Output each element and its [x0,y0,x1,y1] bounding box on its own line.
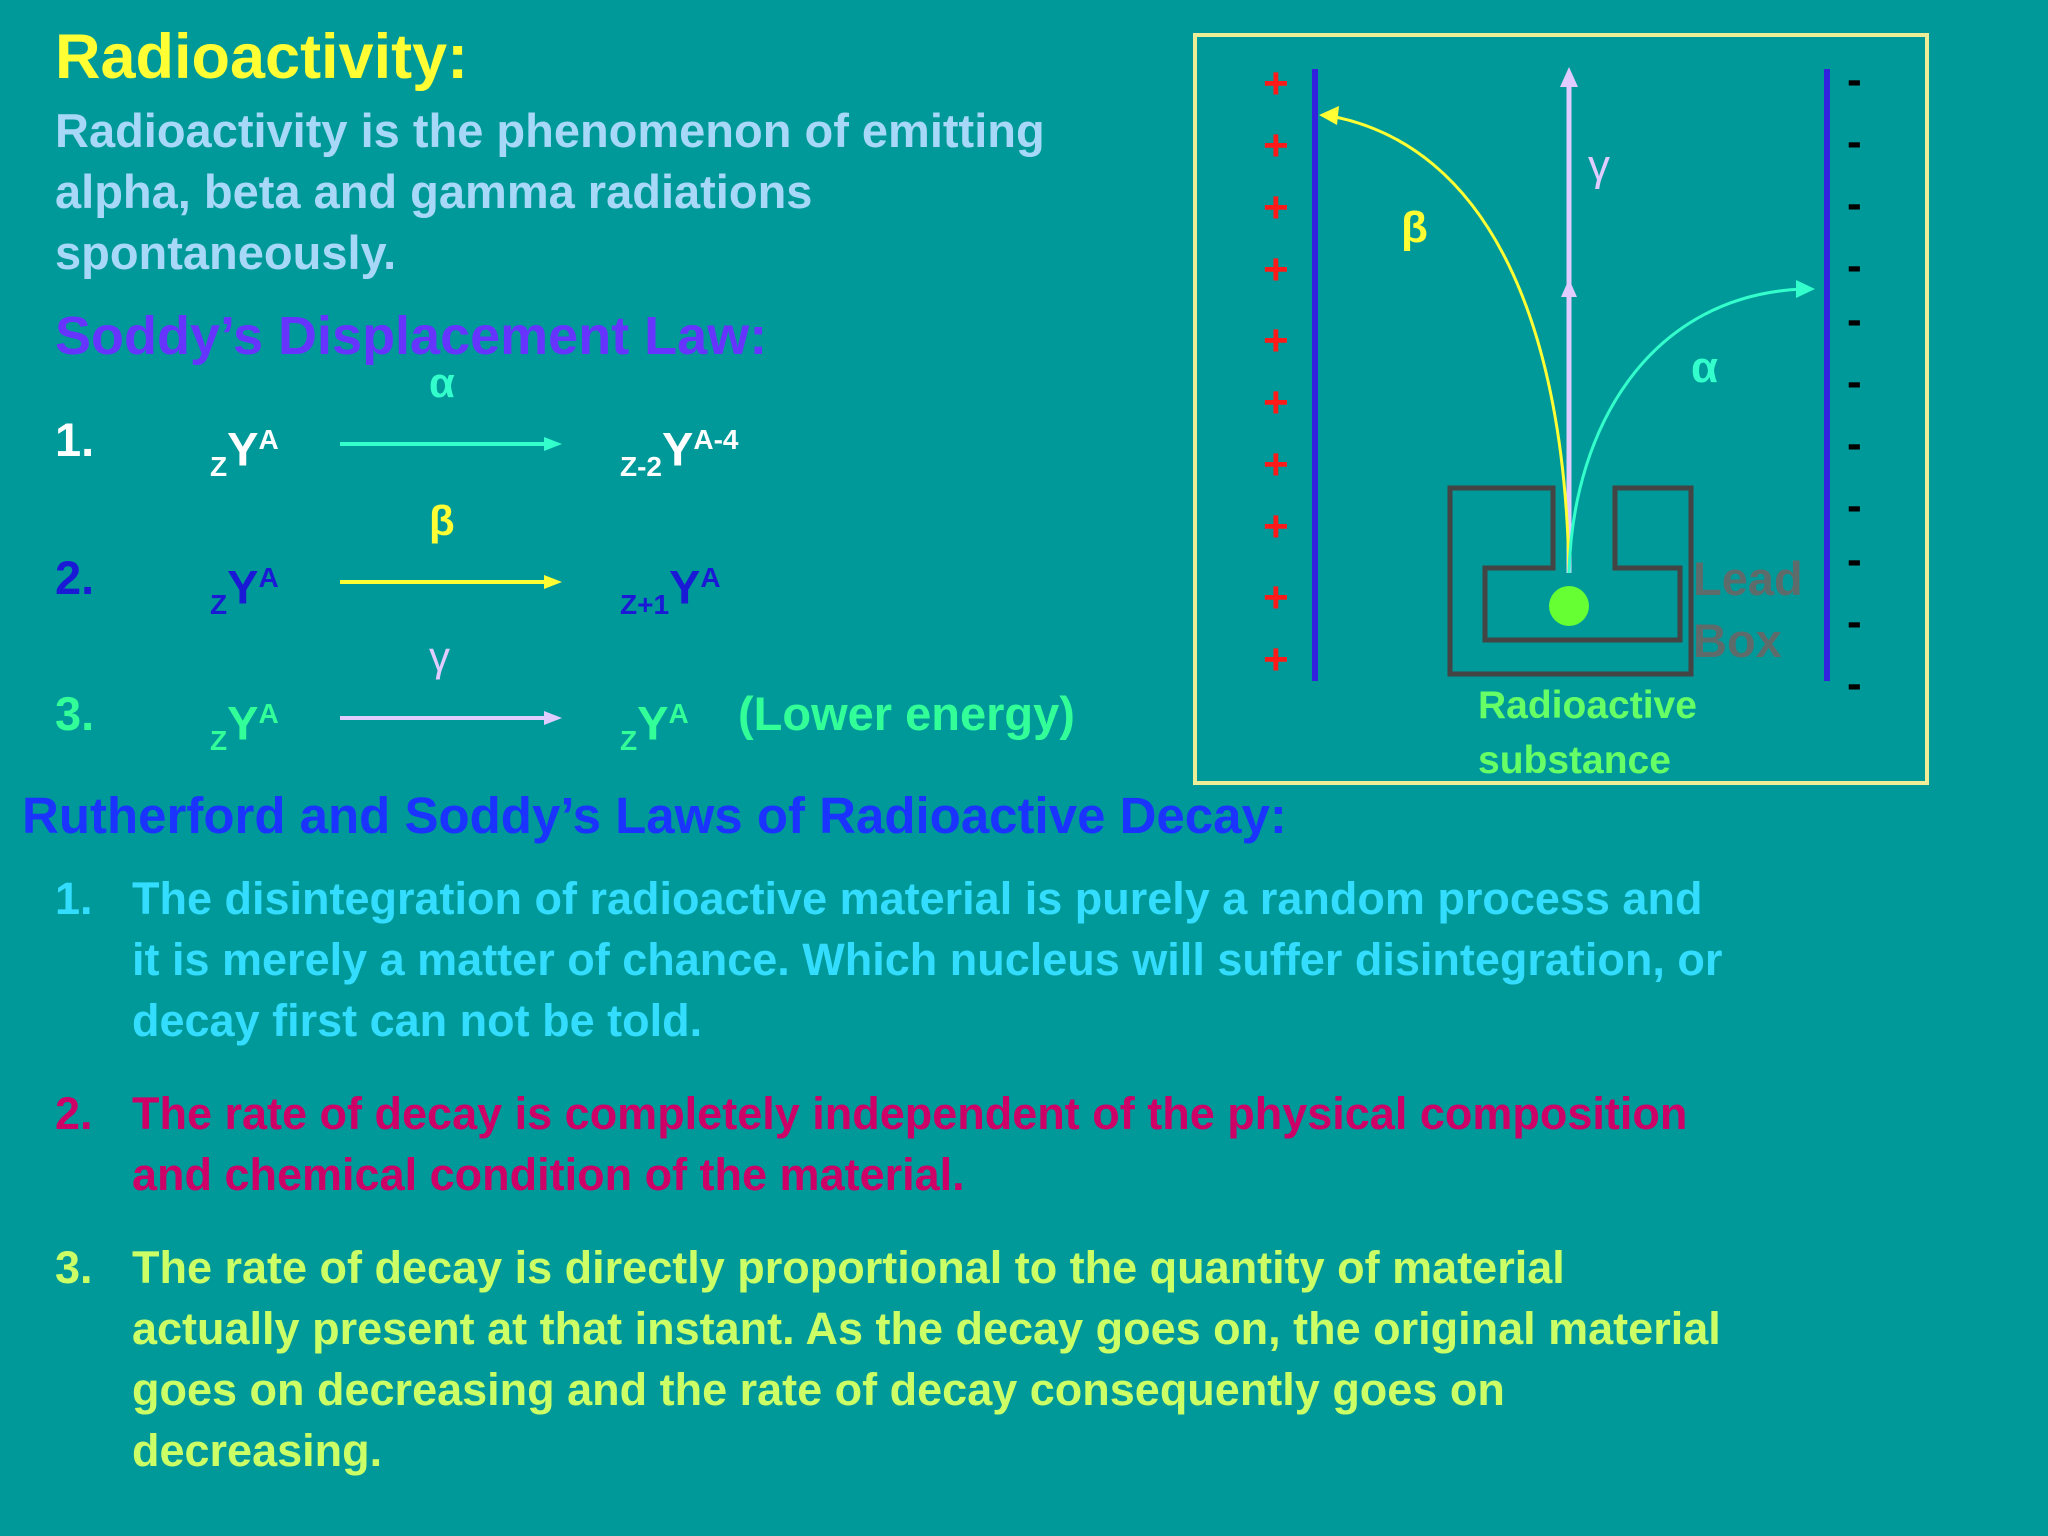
arrow-icon [340,711,562,725]
radiation-label: β [429,497,455,544]
equation-lhs: ZYA [210,560,279,621]
beta-arrowhead-icon [1319,106,1339,125]
diagram-frame [1193,33,1929,785]
gamma-arrowhead-icon [1560,67,1578,87]
deflection-diagram-svg [1193,33,1929,785]
minus-sign: - [1847,241,1862,290]
equation-number: 3. [55,687,95,740]
minus-sign: - [1847,597,1862,646]
plus-sign: + [1263,502,1289,551]
radioactive-substance-label: Radioactive substance [1478,684,1697,782]
beta-label: β [1401,203,1428,252]
equation-rhs: Z+1YA [620,560,721,621]
gamma-midarrow-icon [1561,279,1577,297]
law-number: 1. [55,873,93,924]
minus-sign: - [1847,179,1862,228]
equation-beta: 2. ZYA β Z+1YA [0,497,1180,628]
law-text: The rate of decay is directly proportion… [132,1242,1721,1476]
alpha-arrowhead-icon [1796,280,1815,298]
equation-note: (Lower energy) [738,687,1075,740]
equation-lhs: ZYA [210,696,279,757]
page-title: Radioactivity: [55,22,469,92]
law-number: 3. [55,1242,93,1293]
plus-sign: + [1263,378,1289,427]
plus-sign: + [1263,121,1289,170]
minus-sign: - [1847,419,1862,468]
beta-ray [1324,113,1571,574]
plus-sign: + [1263,183,1289,232]
equation-number: 1. [55,413,95,466]
plus-sign: + [1263,245,1289,294]
equation-number: 2. [55,551,95,604]
plus-sign: + [1263,59,1289,108]
plus-sign: + [1263,440,1289,489]
radiation-label: γ [429,633,450,680]
gamma-label: γ [1588,141,1610,190]
equation-rhs: Z-2YA-4 [620,422,739,483]
equation-rhs: ZYA [620,696,689,757]
lead-box-label: Lead Box [1693,552,1803,667]
radioactive-source [1549,586,1589,626]
definition-text: Radioactivity is the phenomenon of emitt… [55,104,1045,279]
minus-sign: - [1847,295,1862,344]
minus-sign: - [1847,535,1862,584]
law-number: 2. [55,1088,93,1139]
law-text: The disintegration of radioactive materi… [132,873,1723,1046]
equation-lhs: ZYA [210,422,279,483]
law-text: The rate of decay is completely independ… [132,1088,1688,1200]
equation-alpha: 1. ZYA α Z-2YA-4 [0,359,1180,490]
arrow-icon [340,437,562,451]
radiation-label: α [429,359,455,406]
rutherford-soddy-heading: Rutherford and Soddy’s Laws of Radioacti… [22,787,1287,844]
minus-sign: - [1847,481,1862,530]
soddy-law-heading: Soddy’s Displacement Law: [55,306,768,366]
lead-box [1447,485,1694,677]
minus-sign: - [1847,117,1862,166]
plus-sign: + [1263,316,1289,365]
plus-sign: + [1263,635,1289,684]
equation-gamma: 3. ZYA γ ZYA (Lower energy) [0,633,1180,764]
minus-sign: - [1847,55,1862,104]
minus-sign: - [1847,659,1862,708]
deflection-diagram: + + + + + + + + + + - - - - - - - - - - … [1193,33,1929,785]
arrow-icon [340,575,562,589]
alpha-label: α [1691,343,1719,392]
minus-sign: - [1847,357,1862,406]
plus-sign: + [1263,573,1289,622]
alpha-ray [1567,287,1804,574]
